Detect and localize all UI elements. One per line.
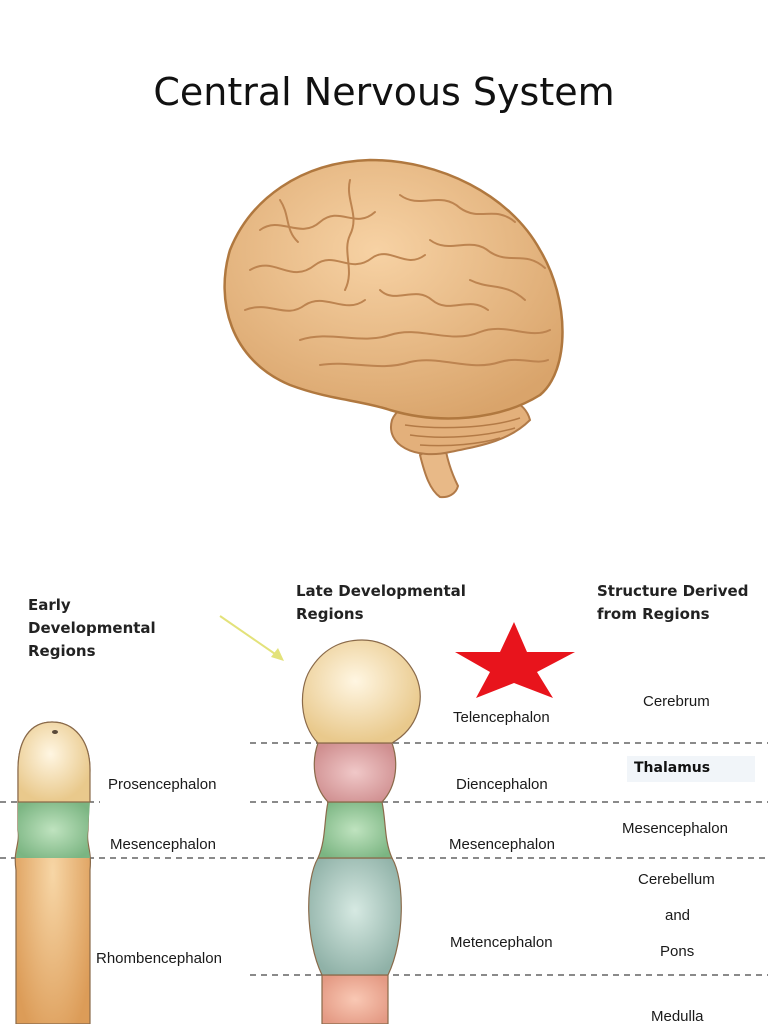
header-early-regions: Early Developmental Regions (28, 596, 156, 660)
label-thalamus: Thalamus (634, 760, 711, 776)
header-late-regions: Late Developmental Regions (296, 582, 466, 623)
arrow-icon (219, 615, 284, 661)
label-rhombencephalon: Rhombencephalon (96, 950, 222, 967)
label-cerebellum: Cerebellum (638, 871, 715, 888)
star-icon (455, 622, 575, 698)
label-late-mesencephalon: Mesencephalon (449, 836, 555, 853)
label-early-mesencephalon: Mesencephalon (110, 836, 216, 853)
thalamus-highlight (627, 756, 755, 782)
label-metencephalon: Metencephalon (450, 934, 553, 951)
label-prosencephalon: Prosencephalon (108, 776, 217, 793)
early-neural-tube (14, 721, 92, 1024)
label-pons: Pons (660, 943, 695, 960)
label-diencephalon: Diencephalon (456, 776, 548, 793)
brain-illustration (223, 158, 564, 499)
label-derived-mesencephalon: Mesencephalon (622, 820, 728, 837)
label-cerebrum: Cerebrum (643, 693, 710, 710)
label-telencephalon: Telencephalon (453, 709, 550, 726)
label-medulla: Medulla (651, 1008, 704, 1025)
label-and: and (665, 907, 691, 924)
late-neural-tube (301, 639, 421, 1024)
header-derived-structures: Structure Derived from Regions (597, 582, 749, 623)
page-title: Central Nervous System (153, 70, 615, 114)
